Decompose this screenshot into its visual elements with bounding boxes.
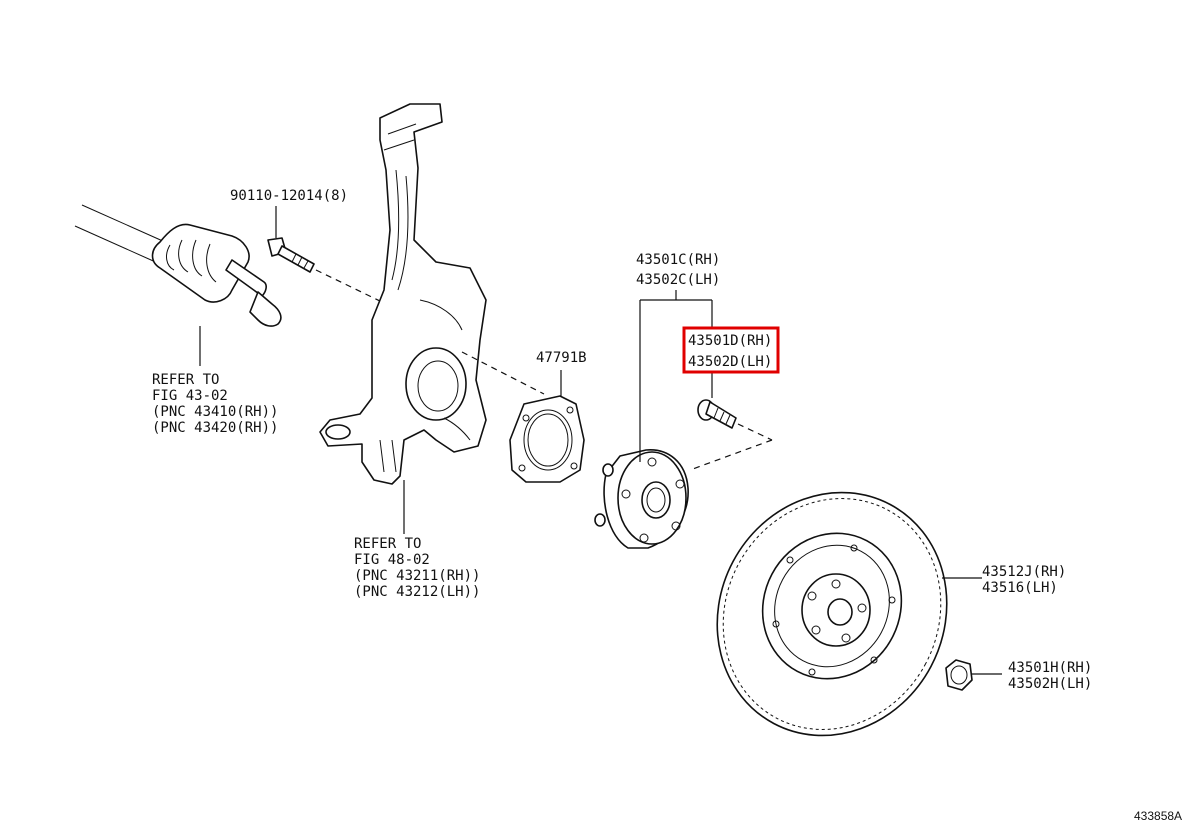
- knuckle-dash-line: [461, 351, 545, 395]
- hub-bolt[interactable]: [697, 399, 737, 429]
- driveshaft-ref-line-1: REFER TO: [152, 372, 219, 388]
- driveshaft-ref-line-2: FIG 43-02: [152, 388, 228, 404]
- dust-cover-label[interactable]: 47791B: [536, 350, 587, 366]
- knuckle-ref-line-3: (PNC 43211(RH)): [354, 568, 480, 584]
- drive-shaft[interactable]: [74, 204, 282, 327]
- knuckle-ref-line-2: FIG 48-02: [354, 552, 430, 568]
- dust-cover-plate[interactable]: [509, 395, 585, 483]
- knuckle-ref-line-1: REFER TO: [354, 536, 421, 552]
- hub-bolt-label-lh[interactable]: 43502D(LH): [688, 354, 772, 370]
- highlight-box: [682, 326, 780, 374]
- knuckle-ref-line-4: (PNC 43212(LH)): [354, 584, 480, 600]
- nut-label-rh[interactable]: 43501H(RH): [1008, 660, 1092, 676]
- brake-disc[interactable]: [675, 452, 989, 776]
- hub-assy-label-rh[interactable]: 43501C(RH): [636, 252, 720, 268]
- knuckle-bolt[interactable]: [267, 237, 315, 273]
- disc-label-lh[interactable]: 43516(LH): [982, 580, 1058, 596]
- hub-bolt-dash-1: [737, 423, 773, 441]
- driveshaft-ref-line-3: (PNC 43410(RH)): [152, 404, 278, 420]
- hub-bolt-label-rh[interactable]: 43501D(RH): [688, 333, 772, 349]
- hub-bolt-dash-2: [689, 439, 773, 471]
- steering-knuckle[interactable]: [319, 103, 487, 485]
- nut-label-lh[interactable]: 43502H(LH): [1008, 676, 1092, 692]
- hub-nut[interactable]: [945, 659, 973, 691]
- disc-label-rh[interactable]: 43512J(RH): [982, 564, 1066, 580]
- bolt-dash-line: [315, 269, 383, 303]
- axle-hub[interactable]: [594, 449, 689, 549]
- figure-id: 433858A: [1134, 809, 1182, 823]
- bolt-label[interactable]: 90110-12014(8): [230, 188, 348, 204]
- driveshaft-ref-line-4: (PNC 43420(RH)): [152, 420, 278, 436]
- hub-assy-label-lh[interactable]: 43502C(LH): [636, 272, 720, 288]
